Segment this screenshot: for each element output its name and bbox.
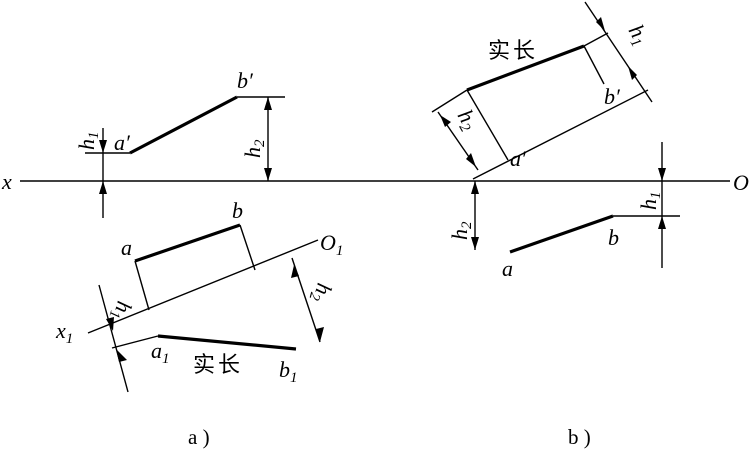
segment-a-b [134, 223, 241, 263]
label-b-prime-b: b′ [604, 84, 621, 109]
caption-b: b ) [568, 425, 591, 449]
h1-label-aux: h1 [105, 298, 137, 323]
label-b-b: b [608, 225, 619, 250]
h1-arrow-bottom-b [658, 216, 666, 229]
segment-a-b-b [509, 214, 614, 254]
h2-arrow-top-a [264, 97, 272, 110]
x1-axis-line [87, 239, 319, 334]
h1-arrow-bottom-a [99, 181, 107, 194]
h2-arrow-bottom-a [264, 168, 272, 181]
a1-ref-line [111, 335, 159, 349]
h1-arrow-top-b [658, 168, 666, 181]
panel-b: a b h1 h2 a′ b′ 实长 h2 h1 [431, 1, 680, 281]
h1-dim-line-aux [98, 284, 129, 393]
h1-arrow-top-a [99, 140, 107, 153]
h2-label-aux: h2 [305, 280, 337, 306]
h1-label-a: h1 [74, 132, 102, 151]
h2-arrow-aux-1 [291, 265, 299, 278]
h2-arrow-rot-1 [440, 115, 451, 127]
h2-arrow-aux-2 [316, 327, 324, 342]
label-b1: b1 [279, 357, 298, 386]
segment-true-length-b [466, 44, 585, 92]
h2-arrow-top-b [471, 181, 479, 194]
rotated-base-line [472, 89, 649, 180]
true-length-label-b: 实长 [488, 39, 538, 64]
proj-line-b-prime-b [583, 45, 605, 85]
h2-arrow-bottom-b [471, 237, 479, 250]
h1-arrow-aux-1 [106, 317, 114, 331]
label-a-b: a [502, 256, 513, 281]
label-b-prime: b′ [237, 68, 254, 93]
b-end-ref-line-b [583, 32, 609, 47]
h1-dim-line-rot [584, 1, 653, 103]
segment-a-prime-b-prime [129, 95, 238, 155]
true-length-label-a: 实长 [193, 353, 243, 378]
h1-arrow-rot-2 [628, 66, 637, 80]
h1-label-rot: h1 [621, 20, 654, 50]
o-axis-label: O [733, 170, 749, 195]
proj-line-a-prime-b [466, 89, 509, 161]
label-b: b [232, 198, 243, 223]
x1-axis-label: x1 [55, 318, 73, 347]
segment-a1-b1 [157, 334, 297, 351]
a-end-ref-line-b [431, 89, 468, 113]
label-a-prime: a′ [114, 130, 131, 155]
label-a: a [121, 235, 132, 260]
proj-line-b [239, 224, 256, 271]
label-a1: a1 [151, 338, 170, 367]
h1-arrow-aux-2 [116, 349, 127, 362]
caption-a: a ) [188, 425, 210, 449]
label-a-prime-b: a′ [510, 146, 527, 171]
h1-label-b: h1 [636, 192, 664, 211]
proj-line-a [134, 260, 150, 311]
panel-a: a′ b′ h1 h2 a b x1 O1 a1 b1 实长 h1 [55, 68, 343, 393]
x-axis-label: x [1, 169, 12, 194]
o1-axis-label: O1 [320, 230, 343, 259]
h2-label-b: h2 [447, 221, 475, 240]
h1-arrow-rot-1 [596, 17, 605, 31]
h2-label-a: h2 [240, 139, 268, 158]
h2-arrow-rot-2 [466, 153, 476, 167]
